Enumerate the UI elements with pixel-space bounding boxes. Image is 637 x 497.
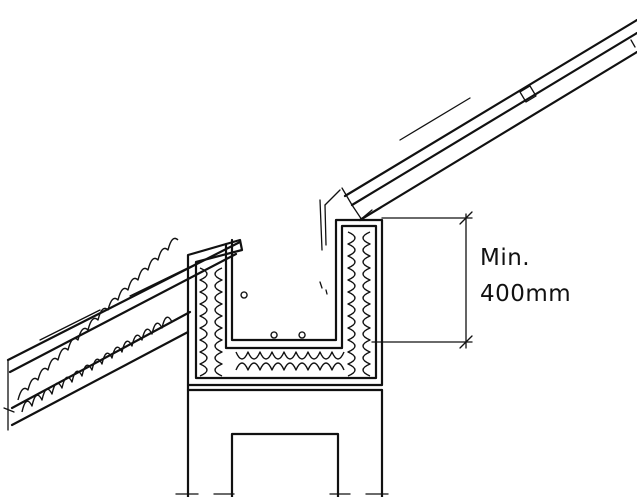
right-roof-slope	[319, 18, 637, 251]
dimension-label-line2: 400mm	[480, 281, 572, 307]
dimension-label-line1: Min.	[480, 245, 531, 271]
gutter-insulation	[199, 231, 371, 377]
dimension-line	[371, 211, 473, 349]
support-wall	[175, 388, 389, 497]
valley-gutter	[186, 218, 384, 392]
left-roof-slope	[3, 237, 242, 431]
dimension-label: Min. 400mm	[480, 240, 571, 312]
